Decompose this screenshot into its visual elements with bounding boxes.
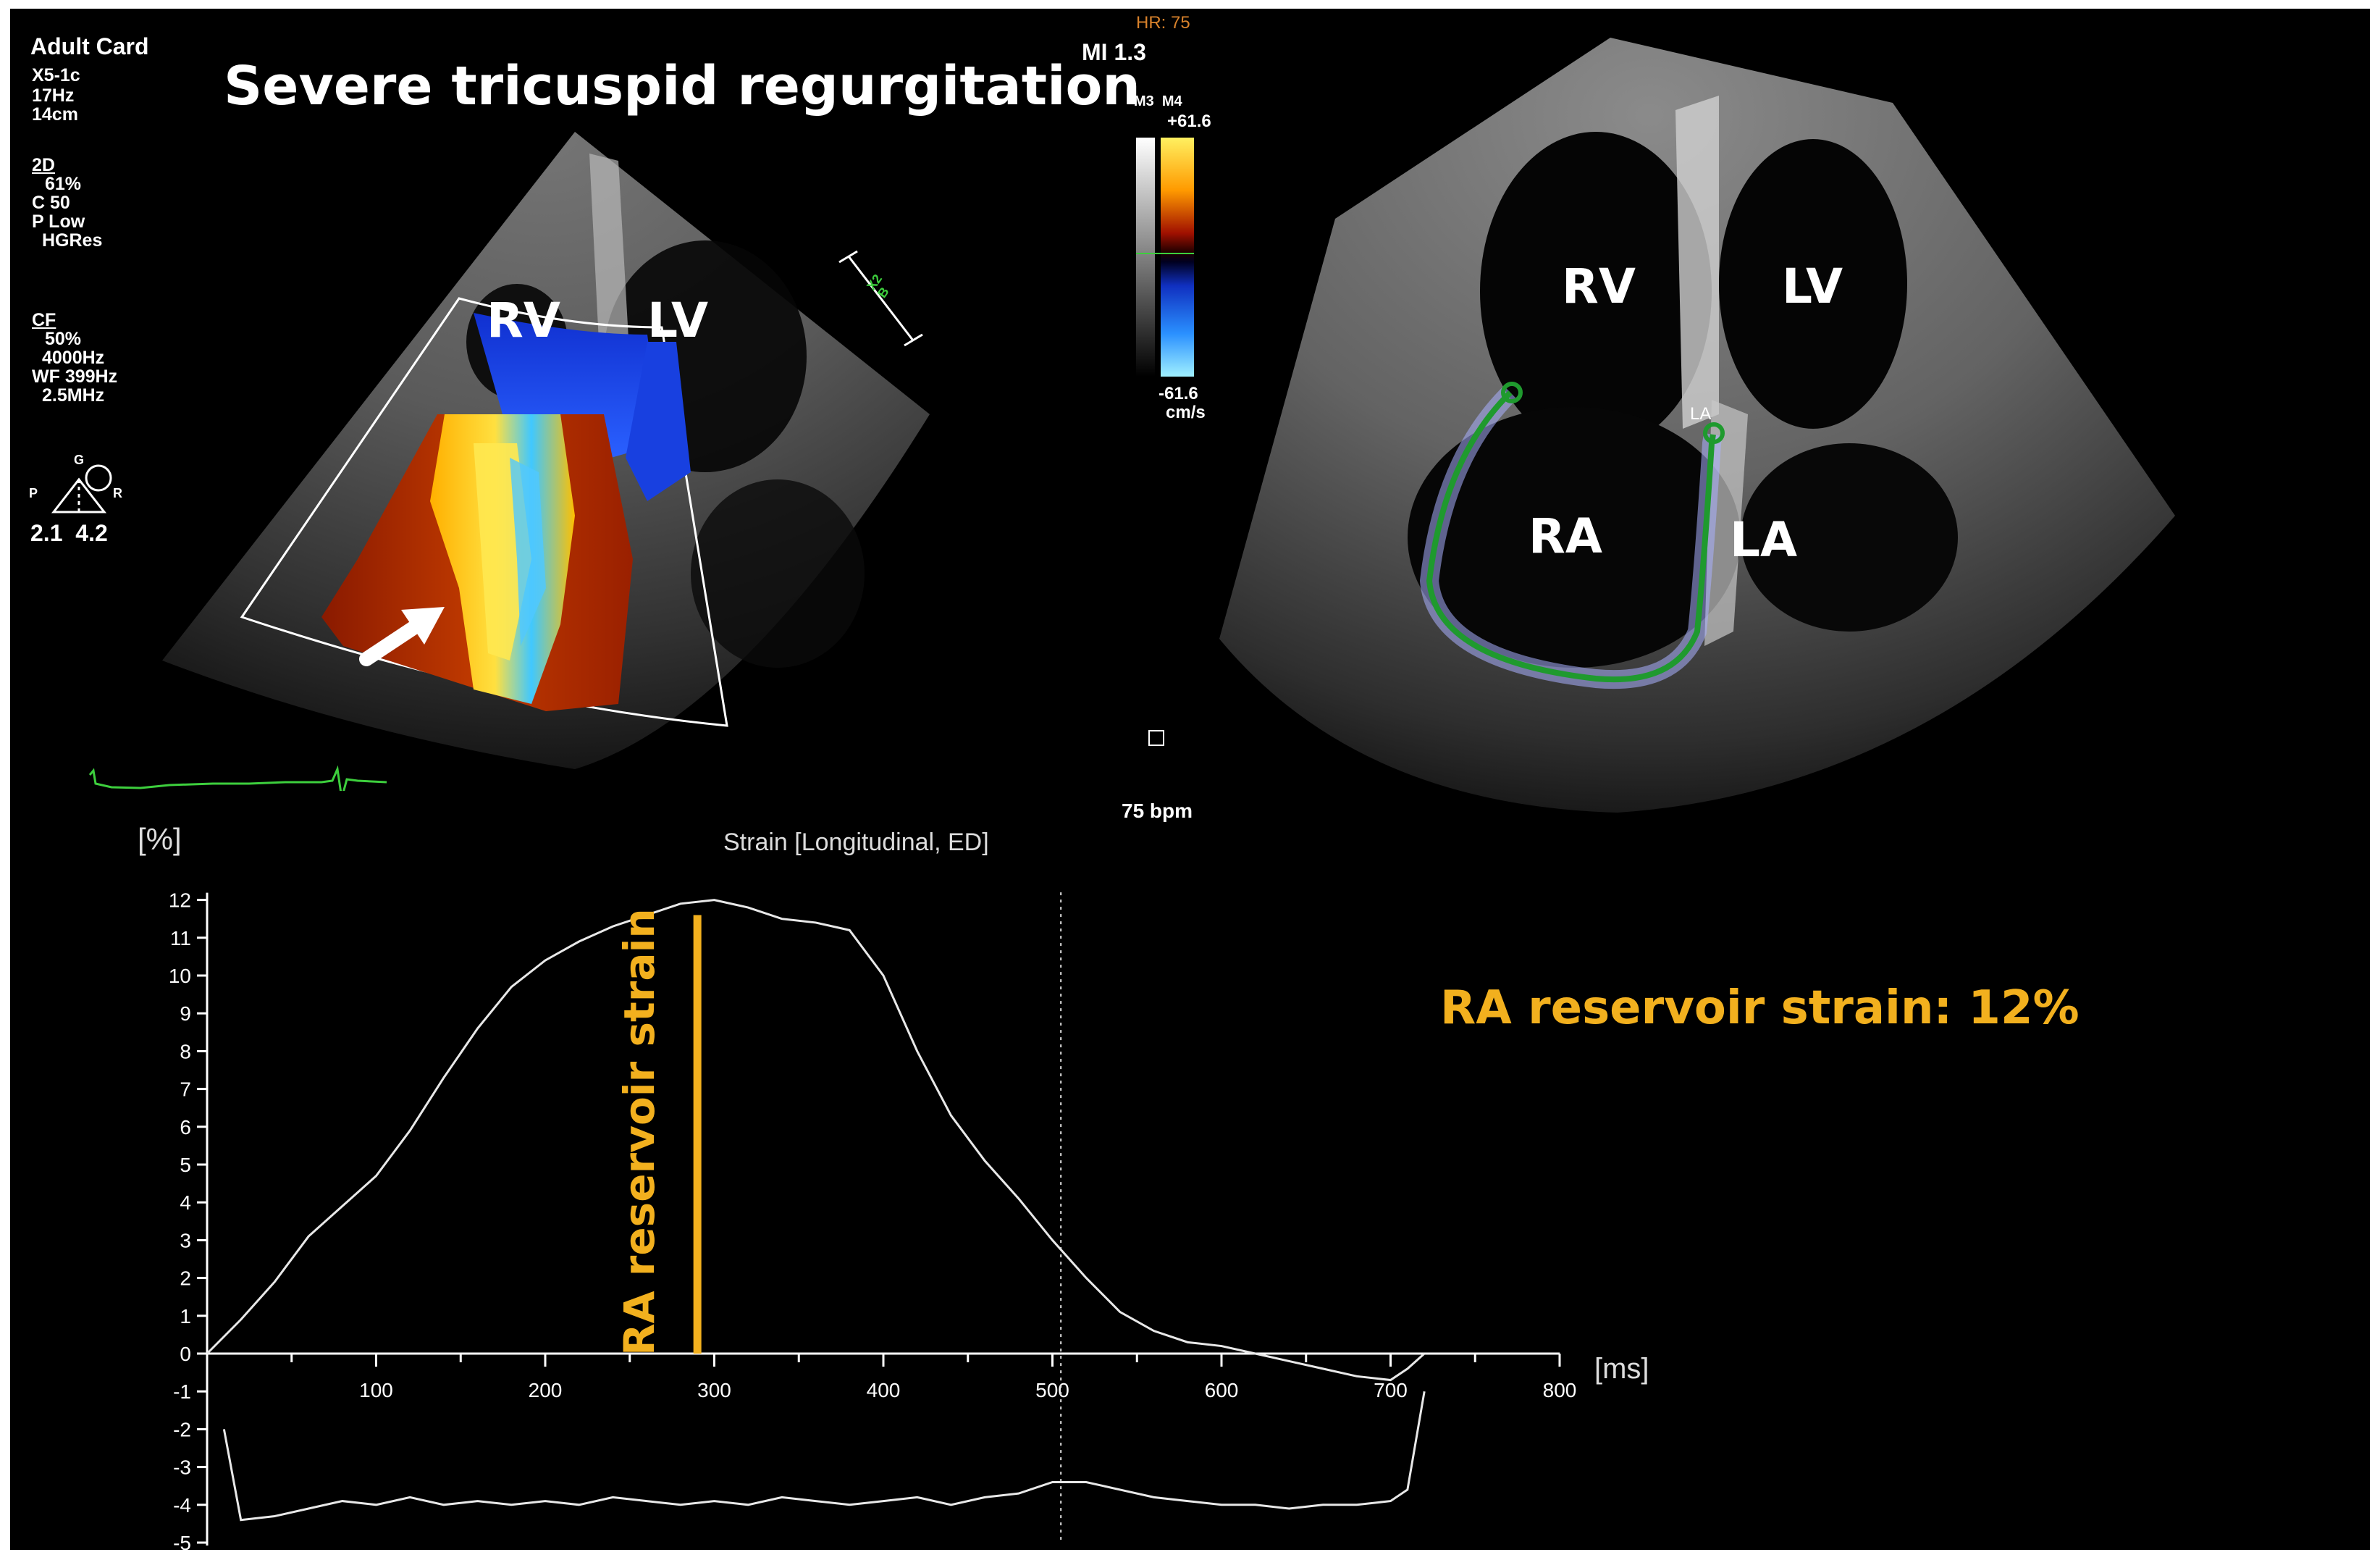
ecg-trace (88, 765, 387, 791)
y-tick-label: 10 (169, 965, 191, 987)
y-tick-label: 3 (180, 1229, 191, 1251)
orient-r: R (113, 486, 122, 500)
echo-image-left (51, 132, 930, 791)
depth-marker-icon (838, 250, 923, 347)
chart-title: Strain [Longitudinal, ED] (723, 829, 989, 856)
resolution: HGRes (42, 230, 103, 251)
x-tick-label: 800 (1543, 1379, 1577, 1401)
probe-label: X5-1c (32, 65, 80, 85)
y-tick-label: -5 (173, 1532, 191, 1550)
label-la: LA (1730, 512, 1798, 568)
x-tick-label: 100 (359, 1379, 393, 1401)
bpm-readout: 75 bpm (1122, 800, 1193, 822)
ra-trace (1426, 390, 1716, 683)
arrow-icon (359, 607, 445, 666)
trace-end-point[interactable] (1703, 422, 1725, 444)
gain-2d: 61% (45, 174, 82, 194)
echo-image-right (1219, 38, 2175, 813)
label-lv-left: LV (647, 293, 709, 348)
map-labels: M3 M4 (1134, 93, 1182, 109)
frequency: 2.5MHz (42, 385, 105, 406)
label-rv-left: RV (487, 293, 560, 348)
compression: C 50 (32, 193, 70, 213)
x-tick-label: 400 (867, 1379, 901, 1401)
velocity-min: -61.6 (1159, 384, 1198, 403)
y-tick-label: 2 (180, 1267, 191, 1290)
result-label: RA reservoir strain: 12% (1440, 981, 2080, 1035)
mode-2d-label: 2D (32, 155, 55, 175)
y-tick-label: 1 (180, 1305, 191, 1328)
chart-xlabel: [ms] (1594, 1353, 1649, 1385)
orient-g: G (74, 453, 85, 467)
chart-ylabel: [%] (138, 822, 182, 856)
image-title: Severe tricuspid regurgitation (224, 55, 1140, 117)
y-tick-label: 7 (180, 1078, 191, 1101)
wall-filter: WF 399Hz (32, 366, 118, 387)
prf: 4000Hz (42, 348, 105, 368)
orient-p: P (29, 486, 38, 500)
echo-screen: Adult Card X5-1c 17Hz 14cm 2D 61% C 50 P… (10, 9, 2370, 1550)
label-lv-right: LV (1782, 259, 1843, 314)
la-marker: LA (1690, 404, 1712, 424)
y-tick-label: 6 (180, 1116, 191, 1138)
reservoir-annotation: RA reservoir strain (615, 908, 664, 1356)
y-tick-label: 9 (180, 1002, 191, 1025)
power: P Low (32, 211, 85, 232)
trace-start-point[interactable] (1501, 382, 1523, 403)
square-marker-icon (1148, 730, 1164, 746)
y-tick-label: 8 (180, 1040, 191, 1062)
heart-rate: HR: 75 (1136, 13, 1190, 33)
y-tick-label: 4 (180, 1191, 191, 1214)
depth-label: 14cm (32, 104, 78, 125)
y-tick-label: 0 (180, 1343, 191, 1365)
mechanical-index: MI 1.3 (1082, 39, 1146, 65)
y-tick-label: -4 (173, 1494, 191, 1517)
x-tick-label: 500 (1035, 1379, 1069, 1401)
mode-cf-label: CF (32, 310, 56, 330)
x-tick-label: 700 (1374, 1379, 1408, 1401)
velocity-unit: cm/s (1166, 403, 1206, 422)
y-tick-label: -3 (173, 1456, 191, 1479)
label-rv-right: RV (1562, 259, 1636, 314)
x-tick-label: 300 (697, 1379, 731, 1401)
preset-label: Adult Card (30, 33, 149, 59)
y-tick-label: 11 (170, 927, 191, 949)
y-tick-label: -1 (173, 1380, 191, 1403)
orientation-icon (51, 464, 112, 513)
y-tick-label: 12 (169, 889, 191, 912)
x-tick-label: 600 (1205, 1379, 1239, 1401)
strain-rate-curve (222, 1391, 1426, 1522)
gain-cf: 50% (45, 329, 82, 349)
frame-rate: 17Hz (32, 85, 75, 106)
orient-values: 2.1 4.2 (30, 520, 108, 546)
label-ra: RA (1529, 508, 1602, 564)
strain-curve (206, 899, 1426, 1382)
x-tick-label: 200 (529, 1379, 563, 1401)
y-tick-label: -2 (173, 1418, 191, 1441)
y-tick-label: 5 (180, 1154, 191, 1176)
velocity-max: +61.6 (1167, 112, 1211, 131)
velocity-color-bar (1136, 138, 1194, 377)
